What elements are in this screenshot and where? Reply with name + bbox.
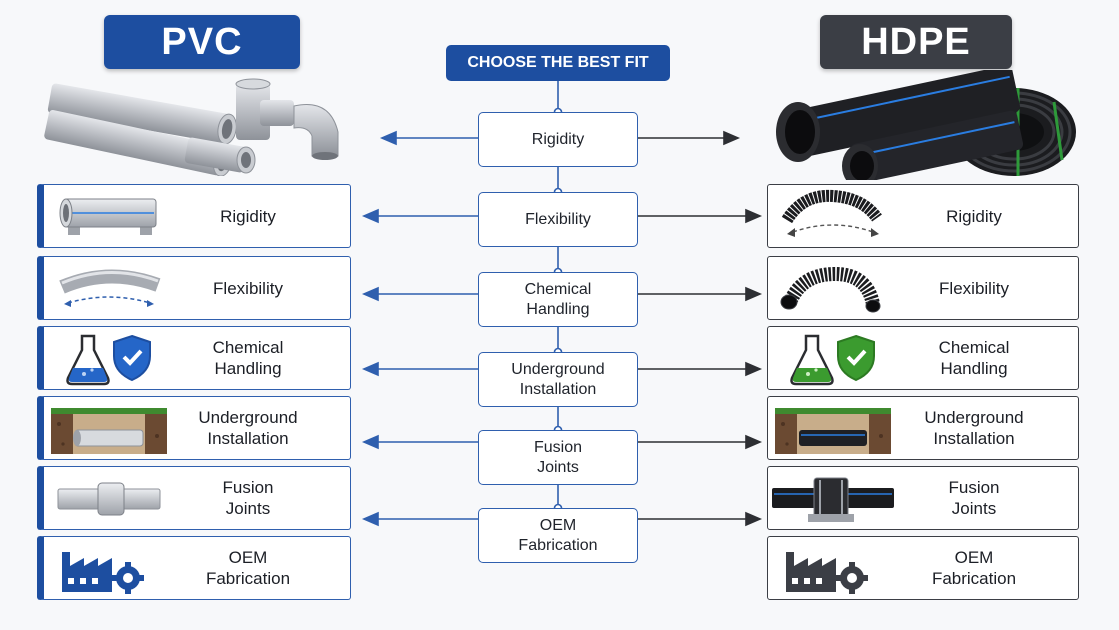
straight-pvc-pipe-icon (44, 185, 174, 247)
choose-best-fit-title: CHOOSE THE BEST FIT (446, 45, 670, 81)
criteria-flexibility: Flexibility (478, 192, 638, 247)
buried-pipe-icon (44, 397, 174, 459)
pvc-label-oem-fabrication: OEM Fabrication (205, 548, 291, 588)
hdpe-label-underground-installation: Underground Installation (924, 408, 1024, 448)
pvc-row-flexibility: Flexibility (37, 256, 351, 320)
factory-gear-icon (44, 537, 174, 599)
factory-gear-icon (768, 537, 898, 599)
pipe-coupling-icon (44, 467, 174, 529)
pvc-label-flexibility: Flexibility (213, 278, 283, 298)
hdpe-row-rigidity: Rigidity (767, 184, 1079, 248)
hdpe-row-flexibility: Flexibility (767, 256, 1079, 320)
flask-shield-icon (768, 327, 898, 389)
flask-shield-icon (44, 327, 174, 389)
hdpe-arrows (638, 130, 763, 527)
buried-pipe-icon (768, 397, 898, 459)
pvc-row-oem-fabrication: OEM Fabrication (37, 536, 351, 600)
pvc-label-chemical-handling: Chemical Handling (212, 338, 284, 378)
hdpe-pipes-hero-image (776, 70, 1076, 180)
hdpe-row-oem-fabrication: OEM Fabrication (767, 536, 1079, 600)
criteria-oem-fabrication: OEM Fabrication (478, 508, 638, 563)
pvc-arrows (361, 130, 478, 527)
criteria-chemical-handling: Chemical Handling (478, 272, 638, 327)
pvc-row-underground-installation: Underground Installation (37, 396, 351, 460)
hdpe-label-fusion-joints: Fusion Joints (948, 478, 1000, 518)
pvc-label-rigidity: Rigidity (220, 206, 276, 226)
hdpe-label-chemical-handling: Chemical Handling (938, 338, 1010, 378)
hdpe-label-rigidity: Rigidity (946, 206, 1002, 226)
pvc-label-underground-installation: Underground Installation (198, 408, 298, 448)
hdpe-row-underground-installation: Underground Installation (767, 396, 1079, 460)
bent-pvc-pipe-icon (44, 257, 174, 319)
pvc-row-rigidity: Rigidity (37, 184, 351, 248)
pvc-row-chemical-handling: Chemical Handling (37, 326, 351, 390)
pvc-title: PVC (104, 15, 300, 69)
criteria-underground-installation: Underground Installation (478, 352, 638, 407)
criteria-fusion-joints: Fusion Joints (478, 430, 638, 485)
corrugated-hose-icon (768, 257, 898, 319)
pvc-label-fusion-joints: Fusion Joints (222, 478, 274, 518)
pvc-pipes-hero-image (44, 78, 339, 176)
fusion-clamp-icon (768, 467, 898, 529)
pvc-row-fusion-joints: Fusion Joints (37, 466, 351, 530)
hdpe-label-oem-fabrication: OEM Fabrication (931, 548, 1017, 588)
hdpe-row-fusion-joints: Fusion Joints (767, 466, 1079, 530)
hdpe-row-chemical-handling: Chemical Handling (767, 326, 1079, 390)
hdpe-label-flexibility: Flexibility (939, 278, 1009, 298)
criteria-rigidity: Rigidity (478, 112, 638, 167)
flexible-hose-icon (768, 185, 898, 247)
hdpe-title: HDPE (820, 15, 1012, 69)
